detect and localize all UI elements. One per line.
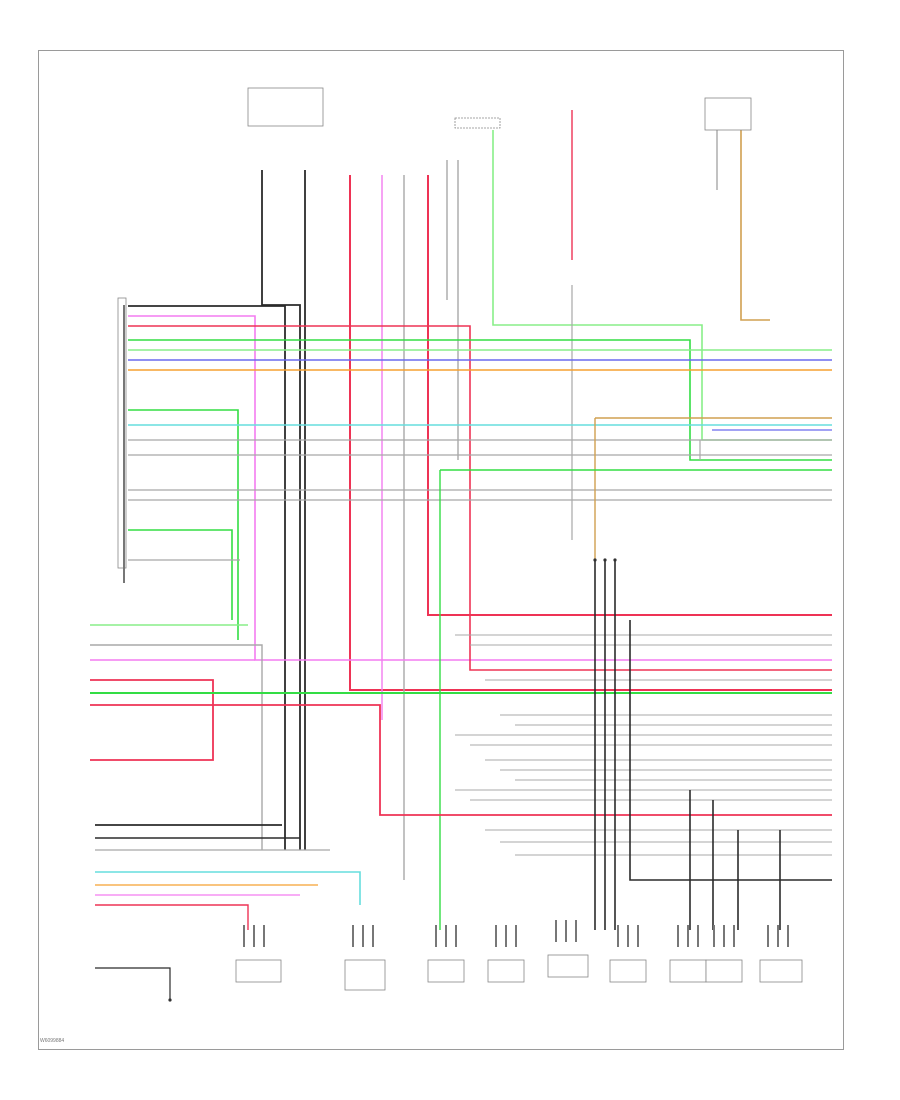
connector-back bbox=[759, 959, 803, 983]
splice-point-top bbox=[593, 558, 597, 562]
connector-passenger-pin bbox=[505, 925, 507, 947]
connector-center-pin bbox=[352, 925, 354, 947]
connector-occupant-pin bbox=[555, 920, 557, 942]
wire-black-feed bbox=[261, 170, 301, 850]
connector-seat-belt-pin bbox=[455, 925, 457, 947]
connector-occupant bbox=[547, 954, 589, 978]
wire-tan-lamp bbox=[740, 130, 770, 321]
fuse-block-top bbox=[454, 117, 501, 129]
connector-door-lock-pin bbox=[243, 925, 245, 947]
connector-position bbox=[609, 959, 647, 983]
wire-black-drop-4 bbox=[629, 620, 832, 881]
connector-door-lock-pin bbox=[253, 925, 255, 947]
connector-position-pin bbox=[627, 925, 629, 947]
wire-red-ecu bbox=[128, 325, 832, 671]
connector-control-a-pin bbox=[697, 925, 699, 947]
connector-control-b-pin bbox=[733, 925, 735, 947]
connector-control-b-pin bbox=[713, 925, 715, 947]
wiring-diagram-frame bbox=[38, 50, 844, 1050]
wire-red-feed bbox=[349, 175, 832, 691]
relay-box-top-right bbox=[704, 97, 752, 131]
connector-door-lock bbox=[235, 959, 282, 983]
connector-seat-belt bbox=[427, 959, 465, 983]
connector-occupant-pin bbox=[565, 920, 567, 942]
connector-occupant-pin bbox=[575, 920, 577, 942]
ground-point bbox=[168, 998, 172, 1002]
wire-lightgreen-feed bbox=[492, 130, 832, 441]
wire-group bbox=[90, 110, 832, 1000]
connector-passenger bbox=[487, 959, 525, 983]
wire-grey-switch bbox=[90, 644, 263, 850]
figure-code: W6099884 bbox=[40, 1038, 65, 1044]
connector-control-b bbox=[705, 959, 743, 983]
ecu-connector-block bbox=[117, 297, 127, 569]
relay-box-top-left bbox=[247, 87, 324, 127]
connector-back-pin bbox=[777, 925, 779, 947]
connector-seat-belt-pin bbox=[435, 925, 437, 947]
splice-point-top-2 bbox=[603, 558, 607, 562]
connector-control-a bbox=[669, 959, 707, 983]
wire-black-ecu bbox=[128, 305, 286, 850]
connector-center-pin bbox=[362, 925, 364, 947]
wire-red-switch bbox=[90, 679, 214, 761]
wire-green-ecu bbox=[128, 339, 832, 461]
wire-red-main bbox=[427, 175, 832, 616]
connector-back-pin bbox=[767, 925, 769, 947]
connector-door-lock-pin bbox=[263, 925, 265, 947]
connector-control-a-pin bbox=[677, 925, 679, 947]
wire-green-ecu-3 bbox=[128, 529, 233, 620]
component-group bbox=[117, 87, 803, 1002]
connector-seat-belt-pin bbox=[445, 925, 447, 947]
ecu-pin bbox=[123, 561, 125, 583]
connector-position-pin bbox=[637, 925, 639, 947]
connector-position-pin bbox=[617, 925, 619, 947]
connector-passenger-pin bbox=[515, 925, 517, 947]
connector-control-b-pin bbox=[723, 925, 725, 947]
splice-point-top-3 bbox=[613, 558, 617, 562]
connector-passenger-pin bbox=[495, 925, 497, 947]
connector-center-pin bbox=[372, 925, 374, 947]
wire-cyan-lower bbox=[95, 871, 361, 905]
wire-red-lower bbox=[95, 904, 249, 930]
wire-green-ecu-2 bbox=[128, 409, 239, 640]
wire-pink-ecu bbox=[128, 315, 832, 661]
wire-black-ground bbox=[95, 967, 171, 1000]
connector-control-a-pin bbox=[687, 925, 689, 947]
connector-center bbox=[344, 959, 386, 991]
wire-red-switch-2 bbox=[90, 704, 832, 816]
connector-back-pin bbox=[787, 925, 789, 947]
